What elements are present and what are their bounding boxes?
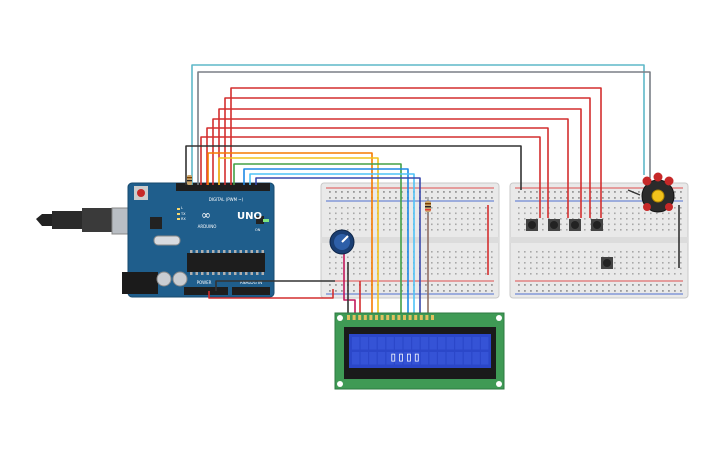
- tx-label: TX: [180, 212, 186, 216]
- wire-red-power[interactable]: [208, 289, 334, 299]
- rotary-encoder[interactable]: [627, 172, 675, 213]
- lcd-module[interactable]: ▯▯▯▯: [334, 312, 505, 390]
- digital-header[interactable]: [176, 183, 270, 191]
- push-button-2[interactable]: [548, 219, 560, 231]
- push-button-4[interactable]: [591, 219, 603, 231]
- breadboard-left[interactable]: [320, 182, 500, 299]
- push-button-3[interactable]: [569, 219, 581, 231]
- wire-black[interactable]: [185, 145, 522, 190]
- wires: [185, 64, 680, 316]
- usb-cable: [36, 207, 143, 235]
- potentiometer[interactable]: [329, 229, 355, 255]
- push-button-5[interactable]: [601, 257, 613, 269]
- wire-teal[interactable]: [191, 64, 645, 185]
- on-led: [263, 219, 269, 222]
- wire-red-3[interactable]: [218, 108, 582, 218]
- power-label: POWER: [197, 280, 212, 285]
- push-button-1[interactable]: [526, 219, 538, 231]
- wire-yellow[interactable]: [218, 157, 379, 316]
- wire-magenta[interactable]: [343, 252, 356, 316]
- lcd-text: ▯▯▯▯: [389, 350, 420, 365]
- wire-blue[interactable]: [243, 168, 409, 316]
- resistor-arduino[interactable]: [187, 175, 192, 185]
- wire-red-4[interactable]: [212, 118, 569, 218]
- rx-label: RX: [181, 217, 186, 221]
- l-label: L: [181, 206, 183, 210]
- atmega-chip: [187, 253, 265, 272]
- wire-orange[interactable]: [207, 152, 373, 316]
- arduino-uno[interactable]: ∞ UNO ARDUINO DIGITAL (PWM ~) POWER ANAL…: [36, 182, 275, 298]
- analog-label: ANALOG IN: [240, 280, 262, 285]
- power-jack: [122, 272, 158, 294]
- arduino-logo: ∞: [201, 208, 211, 222]
- resistor-breadboard[interactable]: [425, 197, 431, 216]
- wire-cyan[interactable]: [249, 173, 415, 316]
- wire-navy[interactable]: [255, 177, 421, 316]
- wire-black-gnd[interactable]: [215, 280, 335, 291]
- wire-grey[interactable]: [197, 71, 651, 185]
- digital-label: DIGITAL (PWM ~): [209, 197, 244, 202]
- arduino-model: UNO: [237, 211, 262, 222]
- analog-header[interactable]: [232, 287, 270, 295]
- wire-red-2[interactable]: [224, 97, 591, 218]
- wire-red-5[interactable]: [206, 127, 549, 218]
- on-label: ON: [255, 228, 261, 232]
- wire-green[interactable]: [233, 163, 402, 316]
- arduino-brand: ARDUINO: [198, 224, 217, 229]
- wire-red-6[interactable]: [200, 136, 541, 218]
- power-header[interactable]: [184, 287, 228, 295]
